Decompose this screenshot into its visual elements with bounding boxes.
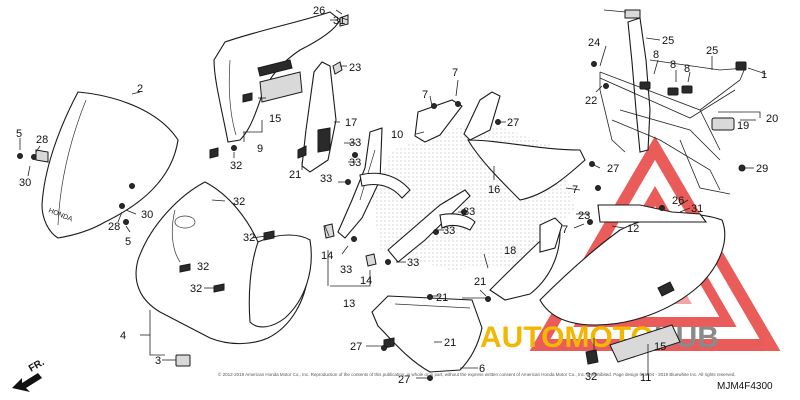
callout-4: 4 [120,330,126,342]
callout-27-a: 27 [507,117,519,129]
callout-22: 22 [585,95,597,107]
callout-29: 29 [756,163,768,175]
callout-24: 24 [588,37,600,49]
callout-33-b: 33 [349,157,361,169]
watermark-word-auto: AUTO [480,321,564,354]
callout-32-f: 32 [585,371,597,383]
callout-8-a: 8 [653,49,659,61]
front-label: FR. [27,357,47,375]
callout-19: 19 [737,120,749,132]
callouts: 1 2 3 4 5 5 6 7 7 7 7 8 8 8 9 10 11 12 1… [16,5,778,386]
part-windscreen: HONDA [41,91,179,239]
callout-1: 1 [761,69,767,81]
front-direction-indicator: FR. [12,357,47,392]
callout-5-right: 5 [125,236,131,248]
diagram-code: MJM4F4300 [717,381,773,392]
callout-30-b: 30 [141,209,153,221]
callout-25-b: 25 [706,45,718,57]
part-upper-cowl [135,181,312,367]
callout-15-a: 15 [269,113,281,125]
callout-15-b: 15 [654,341,666,353]
callout-32-e: 32 [190,283,202,295]
callout-8-c: 8 [684,63,690,75]
callout-21-d: 21 [444,337,456,349]
callout-26-b: 26 [672,195,684,207]
callout-33-g: 33 [407,257,419,269]
callout-18: 18 [504,245,516,257]
callout-17: 17 [345,117,357,129]
fasteners [17,9,746,381]
callout-27-c: 27 [398,374,410,386]
callout-33-d: 33 [463,206,475,218]
part-duct-left [337,127,411,239]
callout-31-a: 31 [333,15,345,27]
callout-28-b: 28 [108,221,120,233]
callout-2: 2 [137,83,143,95]
callout-28-a: 28 [36,134,48,146]
callout-25-a: 25 [662,35,674,47]
callout-12: 12 [627,223,639,235]
callout-9: 9 [257,143,263,155]
callout-23-b: 23 [578,210,590,222]
callout-32-d: 32 [197,261,209,273]
leader-lines [19,9,767,379]
callout-32-c: 32 [243,232,255,244]
callout-3: 3 [155,355,161,367]
part-lower-inner-left [489,217,563,301]
front-arrow-icon [12,373,42,392]
callout-14-a: 14 [321,250,333,262]
callout-32-a: 32 [230,160,242,172]
callout-31-b: 31 [691,203,703,215]
callout-16: 16 [488,184,500,196]
watermark-text: AUTOMOTOHUB [480,321,719,354]
part-trim-10 [414,99,463,143]
callout-33-c: 33 [320,173,332,185]
callout-21-a: 21 [289,169,301,181]
callout-8-b: 8 [670,59,676,71]
callout-27-b: 27 [350,341,362,353]
callout-7-d: 7 [562,224,568,236]
callout-7-c: 7 [572,184,578,196]
part-under-cover [371,295,483,373]
callout-5-left: 5 [16,128,22,140]
callout-32-b: 32 [233,196,245,208]
callout-20: 20 [766,113,778,125]
callout-6: 6 [479,363,485,375]
part-frame-stay [599,17,747,195]
callout-33-a: 33 [349,137,361,149]
callout-33-f: 33 [340,264,352,276]
callout-21-c: 21 [474,276,486,288]
callout-13: 13 [343,298,355,310]
callout-33-e: 33 [443,225,455,237]
callout-14-b: 14 [360,275,372,287]
callout-26-a: 26 [313,5,325,17]
callout-7-b: 7 [452,67,458,79]
copyright-text: © 2012-2019 American Honda Motor Co., In… [218,371,736,377]
callout-30-a: 30 [19,177,31,189]
part-side-panel-left [213,11,341,143]
callout-10: 10 [391,129,403,141]
part-bracket-17 [301,61,337,173]
callout-21-b: 21 [436,292,448,304]
callout-11: 11 [640,372,651,384]
part-lower-cowl-right [539,204,726,363]
callout-27-d: 27 [607,163,619,175]
callout-23-a: 23 [349,62,361,74]
callout-7-a: 7 [422,89,428,101]
